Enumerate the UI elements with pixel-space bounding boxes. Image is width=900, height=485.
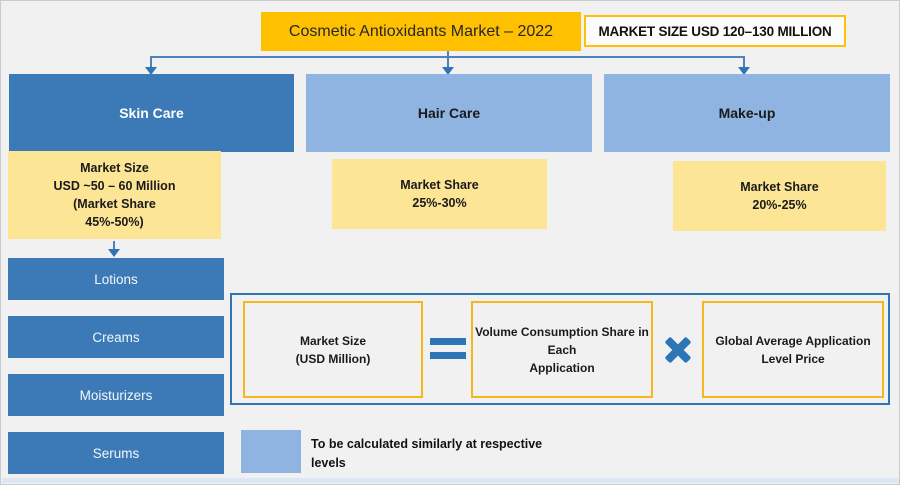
subcategory-creams: Creams [8,316,224,358]
segment-header-make-up: Make-up [604,74,890,152]
formula-price-box: Global Average Application Level Price [702,301,884,398]
arrow-down-icon [738,67,750,75]
page-title: Cosmetic Antioxidants Market – 2022 [261,12,581,51]
make-up-market-share-box: Market Share 20%-25% [673,161,886,231]
connector-drop-skin [150,57,152,68]
segment-header-hair-care: Hair Care [306,74,592,152]
market-size-badge: MARKET SIZE USD 120–130 MILLION [584,15,846,47]
connector-drop-hair [447,57,449,68]
multiply-icon [663,335,693,365]
subcategory-moisturizers: Moisturizers [8,374,224,416]
legend-swatch [241,430,301,473]
legend-note: To be calculated similarly at respective… [311,437,543,470]
hair-care-market-share-box: Market Share 25%-30% [332,159,547,229]
segment-header-skin-care: Skin Care [9,74,294,152]
connector-stub [447,51,449,57]
arrow-down-icon [108,249,120,257]
formula-panel [230,293,890,405]
arrow-down-icon [145,67,157,75]
arrow-down-icon [442,67,454,75]
subcategory-lotions: Lotions [8,258,224,300]
bottom-accent-strip [2,478,899,483]
equals-icon [430,338,466,359]
connector-drop-makeup [743,57,745,68]
connector-drop-subcategories [113,241,115,250]
subcategory-serums: Serums [8,432,224,474]
skin-care-market-size-box: Market Size USD ~50 – 60 Million (Market… [8,151,221,239]
formula-volume-share-box: Volume Consumption Share in Each Applica… [471,301,653,398]
formula-market-size-box: Market Size (USD Million) [243,301,423,398]
